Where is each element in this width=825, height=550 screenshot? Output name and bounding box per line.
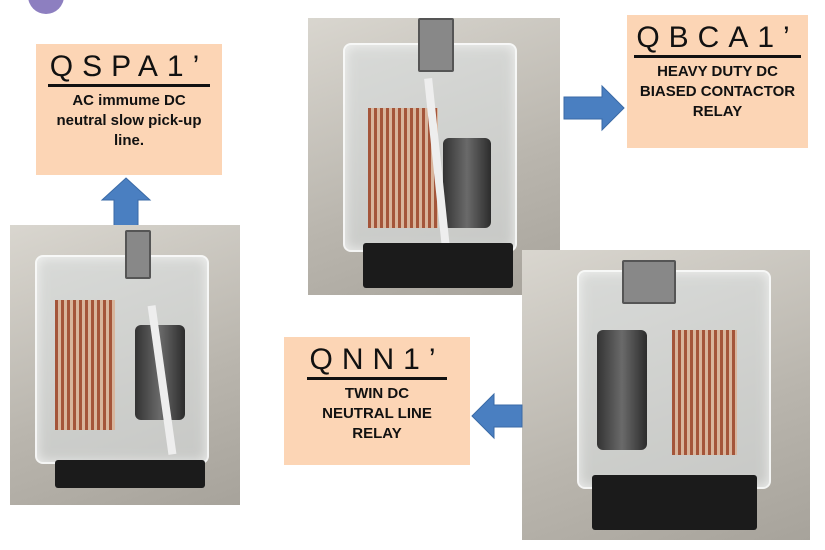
- relay-base: [592, 475, 757, 530]
- description-line: neutral slow pick-up: [56, 112, 202, 129]
- relay-code: QBCA1’: [634, 21, 801, 58]
- description-line: HEAVY DUTY DC: [657, 63, 778, 80]
- relay-coil: [443, 138, 491, 228]
- description-line: RELAY: [352, 425, 402, 442]
- relay-coil: [597, 330, 647, 450]
- decorative-circle: [28, 0, 64, 14]
- description-line: NEUTRAL LINE: [322, 405, 432, 422]
- description-line: TWIN DC: [344, 385, 410, 402]
- description-line: AC immume DC: [72, 92, 186, 109]
- relay-code: QSPA1’: [47, 50, 211, 87]
- relay-terminal: [622, 260, 676, 304]
- label-qnn1: QNN1’ TWIN DC NEUTRAL LINE RELAY: [284, 337, 470, 465]
- description-line: line.: [113, 132, 144, 149]
- label-qspa1: QSPA1’ AC immume DC neutral slow pick-up…: [36, 44, 222, 175]
- relay-description: AC immume DC neutral slow pick-up line.: [36, 91, 222, 151]
- relay-code: QNN1’: [307, 343, 447, 380]
- relay-base: [55, 460, 205, 488]
- arrow-right-icon: [563, 84, 625, 132]
- relay-description: TWIN DC NEUTRAL LINE RELAY: [284, 384, 470, 444]
- relay-photo-qspa1: [10, 225, 240, 505]
- relay-terminal: [125, 230, 151, 279]
- relay-contact-fins: [368, 108, 438, 228]
- arrow-left-icon: [471, 392, 523, 440]
- description-line: RELAY: [692, 103, 743, 120]
- arrow-up-icon: [100, 177, 152, 226]
- relay-photo-qbca1: [308, 18, 560, 295]
- relay-contact-fins: [672, 330, 737, 455]
- relay-terminal: [418, 18, 454, 72]
- relay-description: HEAVY DUTY DC BIASED CONTACTOR RELAY: [627, 62, 808, 122]
- relay-contact-fins: [55, 300, 115, 430]
- description-line: BIASED CONTACTOR: [639, 83, 796, 100]
- label-qbca1: QBCA1’ HEAVY DUTY DC BIASED CONTACTOR RE…: [627, 15, 808, 148]
- relay-photo-qnn1: [522, 250, 810, 540]
- relay-base: [363, 243, 513, 288]
